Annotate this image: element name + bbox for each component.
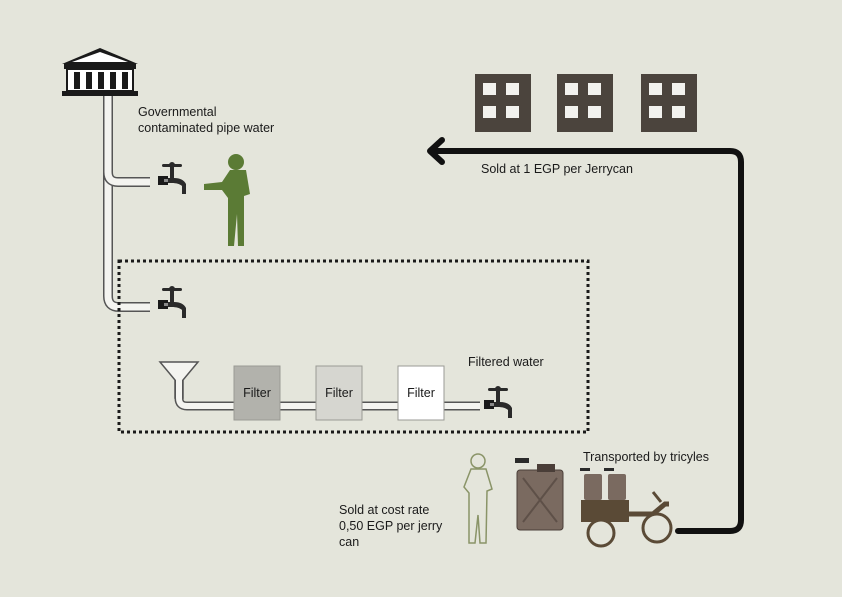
government-building-icon bbox=[62, 48, 138, 96]
filter-box: Filter bbox=[315, 365, 363, 421]
filter-box: Filter bbox=[397, 365, 445, 421]
pipe-water-label: Governmental contaminated pipe water bbox=[138, 104, 338, 136]
tap-icon bbox=[484, 386, 512, 418]
filter-label: Filter bbox=[243, 386, 271, 400]
tap-icon bbox=[158, 162, 186, 194]
tap-icon bbox=[158, 286, 186, 318]
filtration-station-box bbox=[117, 259, 590, 434]
filter-pipe bbox=[174, 380, 480, 411]
building-icon bbox=[557, 74, 613, 132]
cost-rate-line-1: Sold at cost rate bbox=[339, 503, 430, 517]
building-icon bbox=[475, 74, 531, 132]
sold-1egp-label: Sold at 1 EGP per Jerrycan bbox=[481, 162, 633, 176]
filter-group: Filter Filter Filter bbox=[233, 365, 445, 421]
government-pipe bbox=[103, 96, 150, 312]
cost-rate-label: Sold at cost rate 0,50 EGP per jerry can bbox=[339, 502, 469, 550]
tricycle-icon bbox=[580, 468, 673, 548]
filter-label: Filter bbox=[407, 386, 435, 400]
arrow-icon bbox=[427, 137, 744, 534]
person-icon bbox=[204, 154, 250, 246]
pipe-water-line-2: contaminated pipe water bbox=[138, 121, 275, 135]
filtered-water-label: Filtered water bbox=[468, 355, 544, 369]
cost-rate-line-2: 0,50 EGP per jerry bbox=[339, 519, 443, 533]
person-icon bbox=[463, 453, 493, 544]
building-icon bbox=[641, 74, 697, 132]
jerrycan-icon bbox=[515, 458, 564, 531]
filter-label: Filter bbox=[325, 386, 353, 400]
filter-box: Filter bbox=[233, 365, 281, 421]
cost-rate-line-3: can bbox=[339, 535, 360, 549]
transported-label: Transported by tricyles bbox=[583, 450, 709, 464]
pipe-water-line-1: Governmental bbox=[138, 105, 217, 119]
